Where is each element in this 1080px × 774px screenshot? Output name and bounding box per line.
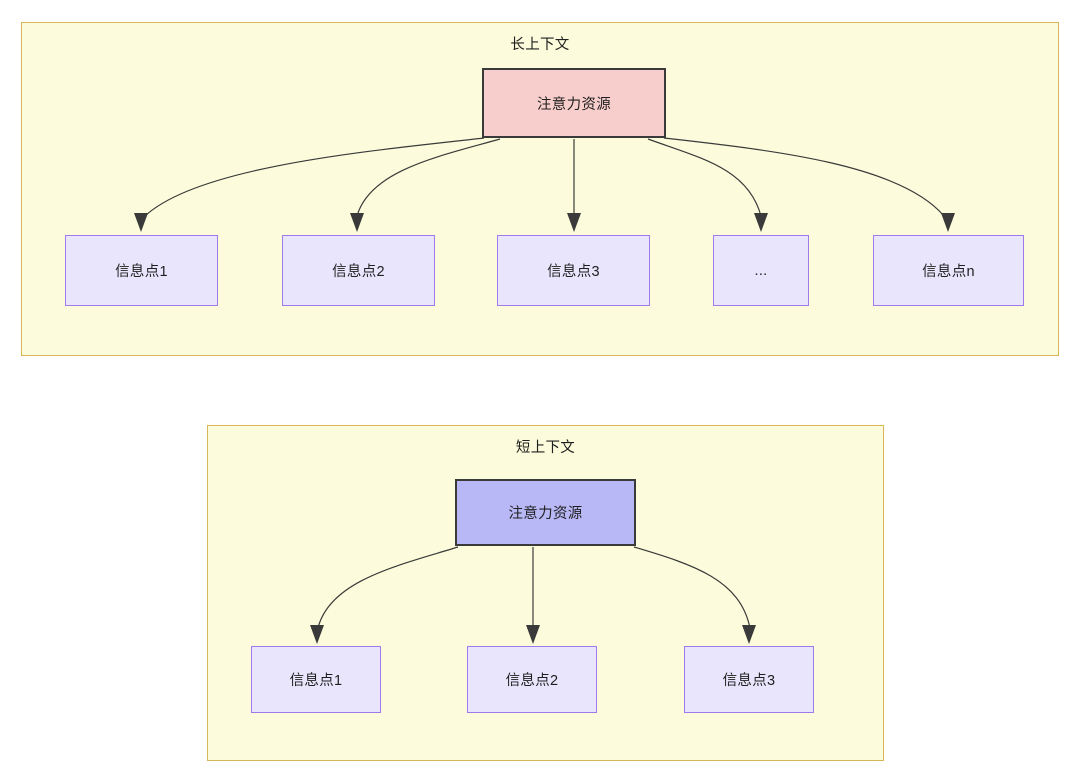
node-label: 信息点1	[115, 264, 168, 280]
long-context-attention-resource-node[interactable]: 注意力资源	[482, 68, 666, 138]
node-label: 信息点n	[922, 264, 975, 280]
long-context-info-node-3[interactable]: 信息点3	[497, 235, 650, 306]
short-context-attention-resource-node[interactable]: 注意力资源	[455, 479, 636, 546]
long-context-info-node-ellipsis[interactable]: ...	[713, 235, 809, 306]
node-label: 注意力资源	[508, 506, 583, 522]
node-label: 信息点1	[289, 673, 343, 689]
short-context-info-node-3[interactable]: 信息点3	[684, 646, 814, 713]
short-context-info-node-2[interactable]: 信息点2	[467, 646, 597, 713]
node-label: 注意力资源	[537, 96, 611, 113]
node-label: 信息点3	[547, 264, 600, 280]
panel-long-context-title: 长上下文	[510, 37, 570, 53]
long-context-info-node-1[interactable]: 信息点1	[65, 235, 218, 306]
node-label: 信息点2	[332, 264, 385, 280]
node-label: 信息点2	[505, 673, 559, 689]
short-context-info-node-1[interactable]: 信息点1	[251, 646, 381, 713]
long-context-info-node-n[interactable]: 信息点n	[873, 235, 1024, 306]
panel-short-context-title: 短上下文	[515, 440, 576, 456]
node-label: 信息点3	[722, 673, 776, 689]
node-label: ...	[754, 262, 768, 279]
long-context-info-node-2[interactable]: 信息点2	[282, 235, 435, 306]
